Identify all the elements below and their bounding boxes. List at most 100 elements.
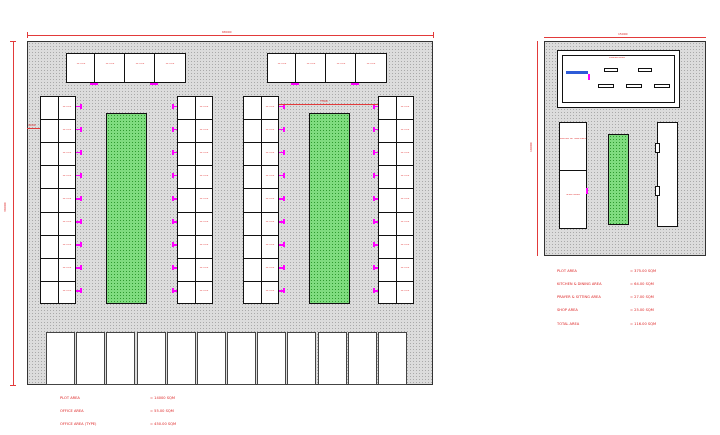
door-marker	[351, 83, 359, 85]
room-label: OFFICE	[265, 105, 275, 108]
room-label: OFFICE	[199, 198, 209, 200]
room-label: OFFICE	[400, 174, 410, 177]
room-label: OFFICE	[265, 151, 275, 154]
left-top-dimension-line	[27, 35, 433, 36]
parking-bay	[166, 332, 196, 385]
room-label: OFFICE	[265, 198, 275, 200]
parking-bay	[347, 332, 377, 385]
dining-table	[598, 84, 614, 88]
room-label: OFFICE	[265, 267, 275, 270]
room-label: OFFICE	[400, 244, 410, 247]
door-marker	[283, 149, 285, 155]
room-label: OFFICE	[62, 151, 72, 154]
schedule-value: = 25.00 SQM	[630, 308, 654, 313]
room-label: OFFICE	[265, 128, 275, 131]
door-marker	[373, 221, 378, 223]
door-marker	[76, 221, 81, 223]
door-marker	[76, 128, 81, 131]
left-plot	[27, 41, 433, 385]
schedule-value: = 450.00 SQM	[150, 422, 177, 427]
door-marker	[373, 105, 378, 108]
door-marker	[80, 265, 82, 271]
left-area-schedule-values: = 14000 SQM = 55.00 SQM = 450.00 SQM	[150, 387, 176, 435]
door-marker	[172, 103, 174, 109]
door-marker	[172, 242, 174, 248]
prayer-sitting-block	[559, 122, 587, 229]
parking-bay	[46, 332, 76, 385]
door-marker	[172, 265, 174, 271]
left-width-dimension: 68000	[222, 30, 232, 34]
room-label: OFFICE	[199, 174, 209, 177]
door-marker	[76, 198, 81, 200]
schedule-label: PRAYER & SITTING AREA	[557, 295, 601, 300]
door-marker	[283, 172, 285, 178]
kitchen-fixture	[655, 186, 660, 196]
left-site-plan: 68000 39000 OFFICE OFFICE OFFICE OFFICE …	[3, 30, 434, 426]
parking-bay	[196, 332, 226, 385]
door-marker	[172, 174, 177, 177]
door-marker	[373, 128, 378, 131]
parking-bay	[287, 332, 317, 385]
door-marker	[279, 198, 284, 200]
door-marker	[283, 242, 285, 248]
top-office-block-right	[267, 53, 387, 83]
room-label: OFFICE	[62, 105, 72, 108]
door-marker	[279, 244, 284, 246]
parking-bay	[136, 332, 166, 385]
dining-hall-inner	[562, 55, 675, 103]
door-marker	[279, 290, 284, 292]
door-marker	[80, 172, 82, 178]
right-area-schedule-values: = 375.00 SQM = 64.00 SQM = 27.00 SQM = 2…	[630, 260, 656, 335]
schedule-value: = 375.00 SQM	[630, 268, 657, 273]
corridor-dimension-line	[279, 104, 378, 105]
schedule-value: = 27.00 SQM	[630, 295, 654, 300]
door-marker	[373, 290, 378, 292]
prayer-block-partition	[559, 170, 587, 171]
room-label: OFFICE	[76, 63, 86, 65]
room-label: OFFICE	[265, 174, 275, 177]
schedule-label: TOTAL AREA	[557, 321, 580, 326]
room-label: OFFICE	[336, 63, 346, 65]
door-marker	[172, 198, 177, 200]
door-marker	[373, 149, 375, 155]
room-label: OFFICE	[165, 63, 175, 65]
top-office-block-left-partition	[154, 53, 155, 83]
lawn-right	[309, 113, 350, 304]
door-marker	[172, 267, 177, 269]
door-marker	[172, 219, 174, 225]
door-marker	[373, 198, 378, 200]
room-label: OFFICE	[400, 105, 410, 108]
door-marker	[283, 196, 285, 201]
room-label: OFFICE	[400, 198, 410, 200]
schedule-label: SHOP AREA	[557, 308, 578, 313]
door-marker	[172, 244, 177, 246]
door-marker	[90, 83, 98, 85]
door-marker	[373, 288, 375, 294]
top-office-block-left-partition	[94, 53, 95, 83]
left-side-dim-tick-bottom	[10, 385, 16, 386]
schedule-label: PLOT AREA	[557, 268, 577, 273]
door-marker	[76, 244, 81, 246]
door-marker	[588, 74, 590, 80]
door-marker	[373, 174, 378, 177]
entry-dimension-line	[27, 128, 40, 129]
left-side-dim-tick-top	[10, 41, 16, 42]
top-office-block-right-partition	[355, 53, 356, 83]
room-label: OFFICE	[265, 290, 275, 293]
door-marker	[172, 126, 174, 132]
door-marker	[172, 290, 177, 292]
kitchen-fixture	[655, 143, 660, 153]
wing-corridor-wall	[261, 96, 262, 304]
room-label: OFFICE	[62, 128, 72, 131]
schedule-label: OFFICE AREA (TYPE)	[60, 422, 97, 427]
door-marker	[172, 221, 177, 223]
door-marker	[279, 151, 284, 154]
door-marker	[373, 219, 375, 225]
room-label: OFFICE	[62, 174, 72, 177]
door-marker	[279, 267, 284, 269]
door-marker	[172, 288, 174, 294]
door-marker	[373, 267, 378, 269]
door-marker	[80, 149, 82, 155]
door-marker	[279, 105, 284, 108]
wing-corridor-wall	[195, 96, 196, 304]
